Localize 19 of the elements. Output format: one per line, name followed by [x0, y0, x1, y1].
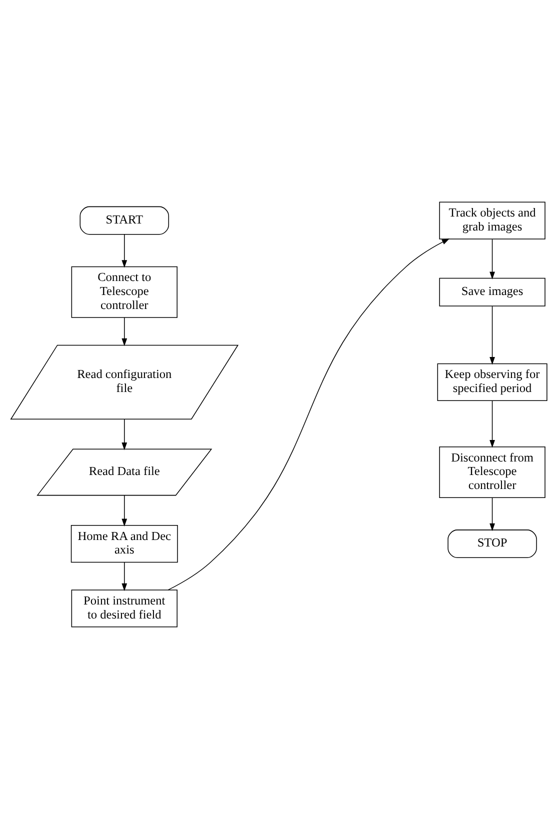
arrow — [122, 418, 128, 450]
node-box: Home RA and Dec axis — [70, 524, 178, 562]
arrow — [122, 316, 128, 346]
arrow — [490, 496, 495, 531]
node-box: STOP — [448, 529, 537, 558]
node-box: Point instrument to desired field — [71, 589, 178, 627]
arrow — [490, 238, 495, 279]
arrow — [490, 400, 495, 448]
arrow — [168, 238, 450, 590]
node-box: Keep observing for specified period — [437, 362, 548, 401]
arrow — [122, 494, 128, 526]
node-box: START — [80, 206, 170, 234]
arrow — [490, 305, 495, 364]
node-box: Connect to Telescope controller — [71, 266, 178, 318]
node-box: Track objects and grab images — [439, 201, 546, 239]
arrow — [122, 562, 128, 591]
arrow — [122, 234, 128, 268]
node-box: Save images — [439, 277, 546, 306]
node-box: Disconnect from Telescope controller — [439, 446, 546, 498]
